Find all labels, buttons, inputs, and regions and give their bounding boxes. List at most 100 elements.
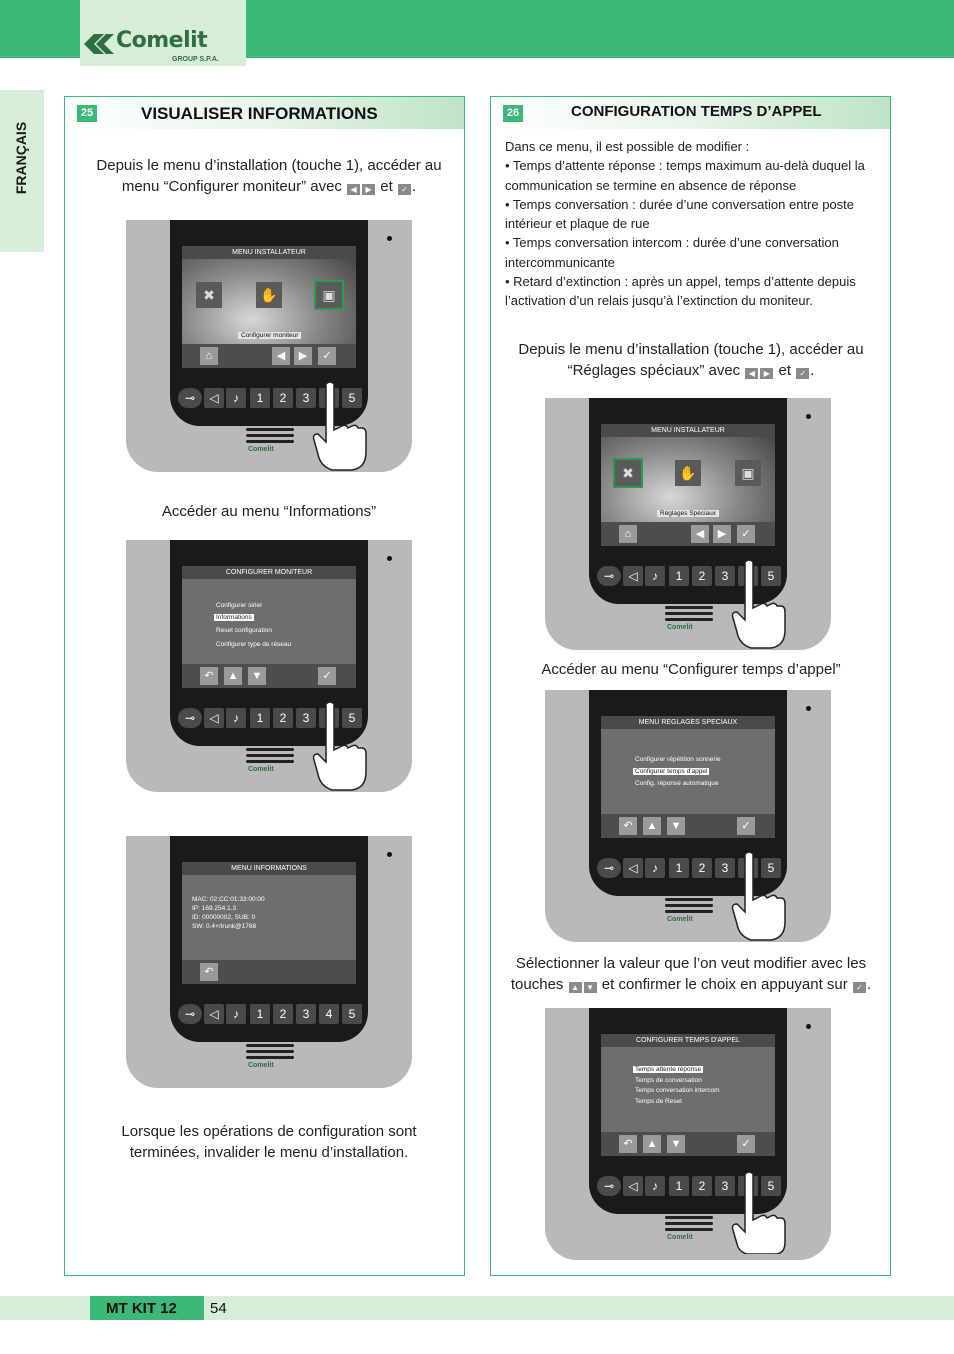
arrow-left-icon[interactable]: ◀	[691, 525, 709, 543]
screen-caption: Configurer moniteur	[238, 332, 302, 339]
back-icon[interactable]: ↶	[200, 963, 218, 981]
monitor-illustration: MENU INSTALLATEUR ✖ ✋ ▣ Réglages Spéciau…	[545, 398, 831, 650]
info-line: IP: 169.254.1.3	[192, 905, 237, 912]
check-icon[interactable]: ✓	[737, 817, 755, 835]
key-5[interactable]: 5	[761, 1176, 781, 1196]
key-1[interactable]: 1	[250, 708, 270, 728]
key-2[interactable]: 2	[692, 1176, 712, 1196]
arrow-left-icon: ◀	[745, 368, 759, 379]
speaker-grille	[665, 612, 713, 615]
back-icon[interactable]: ↶	[619, 1135, 637, 1153]
menu-item-selected[interactable]: Temps attente réponse	[633, 1066, 704, 1073]
key-5[interactable]: 5	[342, 388, 362, 408]
key-speaker-icon[interactable]: ◁	[623, 566, 643, 586]
key-door-icon[interactable]: ⊸	[178, 708, 202, 728]
intro-line-2a: “Réglages spéciaux” avec	[567, 362, 741, 379]
key-bell-icon[interactable]: ♪	[645, 566, 665, 586]
key-2[interactable]: 2	[692, 566, 712, 586]
key-2[interactable]: 2	[273, 708, 293, 728]
menu-item-selected[interactable]: Informations	[214, 614, 254, 621]
key-speaker-icon[interactable]: ◁	[623, 858, 643, 878]
arrow-up-icon[interactable]: ▲	[224, 667, 242, 685]
pointing-hand-icon	[731, 559, 786, 649]
back-icon[interactable]: ↶	[619, 817, 637, 835]
monitor-illustration: CONFIGURER MONITEUR Configurer sirier In…	[126, 540, 412, 792]
key-2[interactable]: 2	[273, 388, 293, 408]
menu-item[interactable]: Configurer répétition sonnerie	[635, 756, 721, 763]
key-bell-icon[interactable]: ♪	[226, 1004, 246, 1024]
arrow-left-icon: ◀	[347, 184, 361, 195]
menu-item[interactable]: Configurer sirier	[216, 602, 263, 609]
outro-text: Lorsque les opérations de configuration …	[75, 1121, 463, 1163]
key-5[interactable]: 5	[342, 708, 362, 728]
key-2[interactable]: 2	[692, 858, 712, 878]
menu-item[interactable]: Config. réponse automatique	[635, 780, 719, 787]
menu-item[interactable]: Configurer type de réseau	[216, 641, 292, 648]
key-5[interactable]: 5	[761, 566, 781, 586]
menu-item[interactable]: Reset configuration	[216, 627, 273, 634]
led-icon	[806, 1024, 811, 1029]
key-2[interactable]: 2	[273, 1004, 293, 1024]
menu-item[interactable]: Temps de conversation	[635, 1077, 702, 1084]
key-5[interactable]: 5	[761, 858, 781, 878]
monitor-icon[interactable]: ▣	[314, 280, 344, 310]
key-bell-icon[interactable]: ♪	[226, 708, 246, 728]
menu-item[interactable]: Temps conversation intercom	[635, 1087, 720, 1094]
arrow-right-icon[interactable]: ▶	[294, 347, 312, 365]
key-3[interactable]: 3	[715, 566, 735, 586]
back-icon[interactable]: ↶	[200, 667, 218, 685]
key-3[interactable]: 3	[715, 858, 735, 878]
speaker-grille	[246, 440, 294, 443]
hand-icon[interactable]: ✋	[675, 460, 701, 486]
arrow-left-icon[interactable]: ◀	[272, 347, 290, 365]
speaker-grille	[246, 1044, 294, 1047]
key-5[interactable]: 5	[342, 1004, 362, 1024]
arrow-up-icon[interactable]: ▲	[643, 817, 661, 835]
key-door-icon[interactable]: ⊸	[597, 566, 621, 586]
key-4[interactable]: 4	[319, 1004, 339, 1024]
check-icon[interactable]: ✓	[737, 1135, 755, 1153]
arrow-up-icon[interactable]: ▲	[643, 1135, 661, 1153]
key-door-icon[interactable]: ⊸	[597, 1176, 621, 1196]
tools-icon[interactable]: ✖	[613, 458, 643, 488]
arrow-down-icon[interactable]: ▼	[667, 817, 685, 835]
language-tab: FRANÇAIS	[0, 90, 44, 252]
key-speaker-icon[interactable]: ◁	[204, 388, 224, 408]
key-speaker-icon[interactable]: ◁	[623, 1176, 643, 1196]
arrow-right-icon[interactable]: ▶	[713, 525, 731, 543]
device-brand: Comelit	[667, 1234, 693, 1241]
monitor-icon[interactable]: ▣	[735, 460, 761, 486]
menu-item[interactable]: Temps de Reset	[635, 1098, 682, 1105]
key-1[interactable]: 1	[669, 566, 689, 586]
key-door-icon[interactable]: ⊸	[597, 858, 621, 878]
key-speaker-icon[interactable]: ◁	[204, 708, 224, 728]
key-1[interactable]: 1	[250, 1004, 270, 1024]
check-icon[interactable]: ✓	[737, 525, 755, 543]
key-1[interactable]: 1	[250, 388, 270, 408]
key-speaker-icon[interactable]: ◁	[204, 1004, 224, 1024]
key-3[interactable]: 3	[296, 708, 316, 728]
key-3[interactable]: 3	[715, 1176, 735, 1196]
key-1[interactable]: 1	[669, 858, 689, 878]
check-icon[interactable]: ✓	[318, 667, 336, 685]
arrow-down-icon[interactable]: ▼	[667, 1135, 685, 1153]
key-door-icon[interactable]: ⊸	[178, 388, 202, 408]
key-bell-icon[interactable]: ♪	[645, 1176, 665, 1196]
screen-toolbar: ↶ ▲ ▼ ✓	[601, 814, 775, 838]
home-icon[interactable]: ⌂	[619, 525, 637, 543]
arrow-down-icon[interactable]: ▼	[248, 667, 266, 685]
key-door-icon[interactable]: ⊸	[178, 1004, 202, 1024]
key-bell-icon[interactable]: ♪	[645, 858, 665, 878]
tools-icon[interactable]: ✖	[196, 282, 222, 308]
key-3[interactable]: 3	[296, 1004, 316, 1024]
key-1[interactable]: 1	[669, 1176, 689, 1196]
menu-item-selected[interactable]: Configurer temps d'appel	[633, 768, 710, 775]
hand-icon[interactable]: ✋	[256, 282, 282, 308]
key-bell-icon[interactable]: ♪	[226, 388, 246, 408]
key-3[interactable]: 3	[296, 388, 316, 408]
section-header: 25 VISUALISER INFORMATIONS	[65, 97, 464, 129]
brand-logo: Comelit GROUP S.P.A.	[80, 0, 246, 66]
desc-line: • Temps conversation : durée d’une conve…	[505, 196, 855, 212]
check-icon[interactable]: ✓	[318, 347, 336, 365]
home-icon[interactable]: ⌂	[200, 347, 218, 365]
